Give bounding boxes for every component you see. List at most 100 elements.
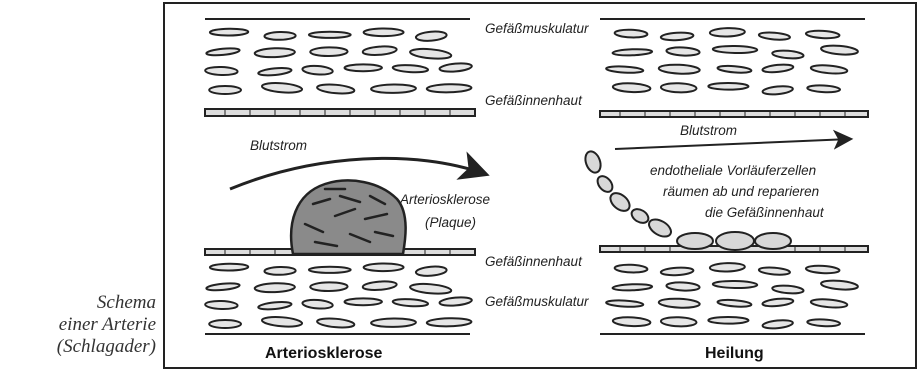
muscle-cell <box>362 280 397 291</box>
muscle-cell <box>759 31 791 40</box>
muscle-cell <box>262 316 303 328</box>
muscle-cell <box>427 318 472 327</box>
caption-line-2: einer Arterie <box>0 314 156 336</box>
muscle-cell <box>613 83 651 93</box>
muscle-cell <box>255 48 295 58</box>
caption-line-3: (Schlagader) <box>0 336 156 358</box>
caption-line-1: Schema <box>0 292 156 314</box>
label-cells-2: räumen ab und reparieren <box>663 184 819 199</box>
muscle-cell <box>364 28 404 36</box>
muscle-cell <box>210 28 248 35</box>
label-plaque-2: (Plaque) <box>425 215 476 230</box>
label-bottom-muscle: Gefäßmuskulatur <box>485 294 589 309</box>
muscle-cell <box>371 84 416 93</box>
muscle-cell <box>410 47 452 60</box>
muscle-cell <box>344 64 381 71</box>
muscle-cell <box>661 317 697 327</box>
muscle-cell <box>206 47 240 56</box>
muscle-cell <box>210 263 248 270</box>
muscle-cell <box>807 85 840 93</box>
muscle-cell <box>762 297 794 307</box>
muscle-cell <box>613 317 651 327</box>
muscle-cell <box>661 32 694 41</box>
muscle-cell <box>810 298 847 309</box>
blood-flow-arrow-right <box>615 139 850 149</box>
muscle-cell <box>393 298 429 307</box>
muscle-cell <box>661 83 697 93</box>
muscle-cell <box>810 64 847 75</box>
muscle-cell <box>772 285 804 295</box>
muscle-cell <box>302 65 333 76</box>
label-plaque-1: Arteriosklerose <box>399 192 490 207</box>
muscle-cell <box>614 264 647 273</box>
muscle-cell <box>364 263 404 271</box>
muscle-cell <box>807 319 840 327</box>
label-blood-flow-right: Blutstrom <box>680 123 737 138</box>
muscle-cell <box>310 282 347 291</box>
muscle-cell <box>317 83 355 95</box>
muscle-cell <box>262 82 303 94</box>
muscle-cell <box>614 29 647 38</box>
muscle-cell <box>416 265 447 276</box>
top-intima-left <box>205 109 475 116</box>
muscle-cell <box>264 267 295 275</box>
muscle-cell <box>258 67 292 77</box>
label-cells-3: die Gefäßinnenhaut <box>705 205 825 220</box>
muscle-cell <box>762 85 793 96</box>
label-blood-flow-left: Blutstrom <box>250 138 307 153</box>
muscle-cell <box>439 296 472 307</box>
muscle-cell <box>612 284 652 291</box>
label-top-intima: Gefäßinnenhaut <box>485 93 583 108</box>
muscle-cell <box>821 44 859 55</box>
muscle-cell <box>659 64 700 75</box>
muscle-cell <box>759 266 791 275</box>
artery-diagram: Gefäßmuskulatur Gefäßinnenhaut Blutstrom… <box>165 4 919 371</box>
muscle-cell <box>772 50 804 60</box>
muscle-cell <box>612 49 652 56</box>
muscle-cell <box>762 63 794 73</box>
muscle-cell <box>317 317 355 329</box>
top-intima-right <box>600 111 868 117</box>
muscle-cell <box>806 30 840 39</box>
muscle-cell <box>606 66 643 74</box>
plaque <box>291 180 405 254</box>
label-cells-1: endotheliale Vorläuferzellen <box>650 163 816 178</box>
muscle-cell <box>762 319 793 330</box>
muscle-cell <box>708 83 748 90</box>
muscle-cell <box>209 86 241 94</box>
muscle-cell <box>666 282 700 292</box>
muscle-cell <box>713 46 758 54</box>
title-left: Arteriosklerose <box>265 345 382 362</box>
muscle-cell <box>205 300 238 309</box>
muscle-cell <box>371 318 416 327</box>
muscle-cell <box>821 279 859 290</box>
muscle-cell <box>416 30 447 41</box>
muscle-cell <box>710 263 745 272</box>
muscle-cell <box>410 282 452 295</box>
muscle-cell <box>258 301 292 311</box>
muscle-cell <box>710 28 745 37</box>
muscle-cell <box>302 299 333 310</box>
title-right: Heilung <box>705 345 764 362</box>
muscle-cell <box>806 265 840 274</box>
muscle-cell <box>309 32 351 38</box>
muscle-cell <box>206 282 240 291</box>
muscle-cell <box>310 47 347 56</box>
figure-caption: Schema einer Arterie (Schlagader) <box>0 292 156 358</box>
muscle-cell <box>427 84 472 93</box>
muscle-cell <box>255 283 295 293</box>
muscle-cell <box>439 62 472 73</box>
label-bottom-intima: Gefäßinnenhaut <box>485 254 583 269</box>
label-top-muscle: Gefäßmuskulatur <box>485 21 589 36</box>
muscle-cell <box>344 298 381 305</box>
muscle-cell <box>661 267 694 276</box>
muscle-cell <box>309 267 351 273</box>
muscle-cell <box>606 300 643 308</box>
muscle-cell <box>264 32 295 40</box>
muscle-cell <box>393 64 429 73</box>
muscle-cell <box>209 320 241 328</box>
muscle-cell <box>362 45 397 56</box>
muscle-cell <box>205 66 238 75</box>
muscle-cell <box>666 47 700 57</box>
muscle-cell <box>708 317 748 324</box>
